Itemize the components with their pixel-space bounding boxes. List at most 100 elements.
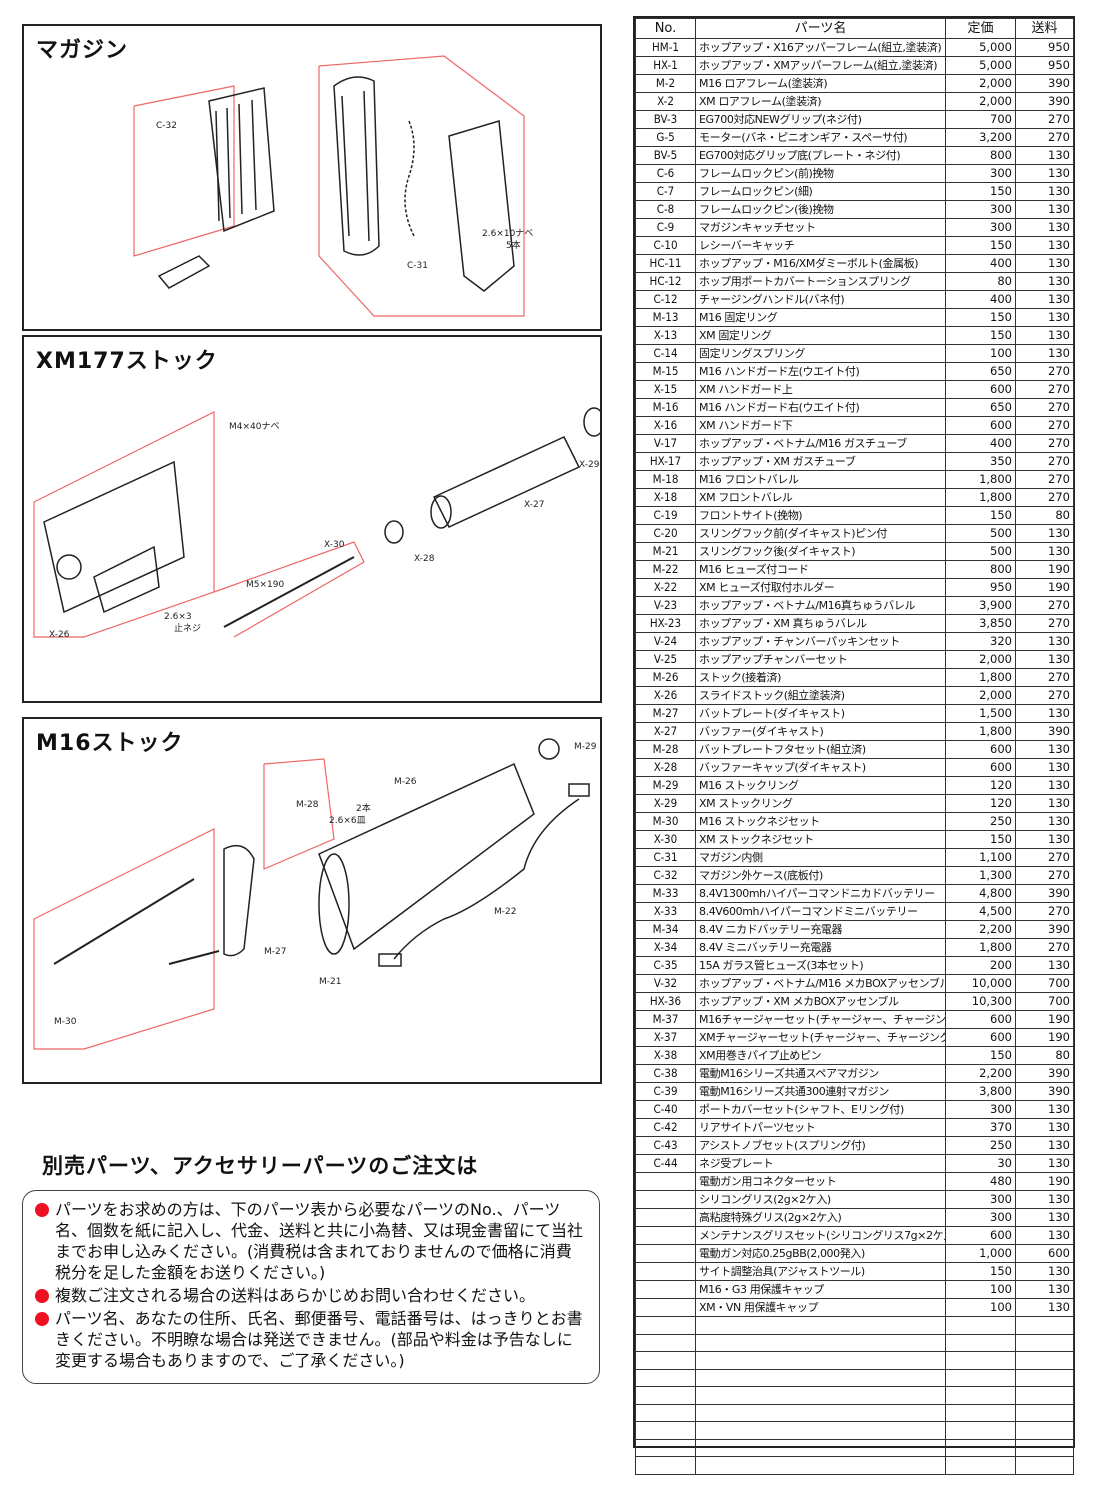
part-number: BV-5 — [635, 146, 696, 165]
part-shipping: 270 — [1015, 434, 1074, 453]
part-number: X-27 — [635, 722, 696, 741]
part-number — [635, 1351, 696, 1370]
part-price: 150 — [945, 1046, 1016, 1065]
part-price: 500 — [945, 524, 1016, 543]
part-number: C-20 — [635, 524, 696, 543]
part-shipping: 190 — [1015, 1028, 1074, 1047]
part-number: M-16 — [635, 398, 696, 417]
table-row — [635, 1403, 1074, 1422]
label-screw-2610: 2.6×10ナベ — [482, 228, 533, 239]
table-row: メンテナンスグリスセット(シリコングリス7g×2ケ入、高粘度特殊グリス2g×2ケ… — [635, 1226, 1074, 1245]
part-number: C-40 — [635, 1100, 696, 1119]
part-number — [635, 1190, 696, 1209]
part-shipping: 130 — [1015, 218, 1074, 237]
part-shipping: 130 — [1015, 740, 1074, 759]
label-m30: M-30 — [54, 1017, 77, 1027]
part-price: 150 — [945, 308, 1016, 327]
part-number: M-13 — [635, 308, 696, 327]
part-shipping: 130 — [1015, 308, 1074, 327]
part-price: 1,800 — [945, 668, 1016, 687]
part-price: 400 — [945, 434, 1016, 453]
label-266: 2.6×6皿 — [329, 816, 366, 826]
part-name: XM ストックリング — [695, 794, 946, 813]
part-number: C-43 — [635, 1136, 696, 1155]
order-item-text: 複数ご注文される場合の送料はあらかじめお問い合わせください。 — [55, 1286, 536, 1305]
part-price: 650 — [945, 362, 1016, 381]
part-shipping: 190 — [1015, 560, 1074, 579]
label-x26: X-26 — [49, 630, 70, 640]
part-name: 固定リングスプリング — [695, 344, 946, 363]
part-name: ネジ受プレート — [695, 1154, 946, 1173]
part-shipping: 390 — [1015, 884, 1074, 903]
part-shipping: 130 — [1015, 254, 1074, 273]
part-shipping: 130 — [1015, 632, 1074, 651]
part-name — [695, 1403, 946, 1422]
part-price: 650 — [945, 398, 1016, 417]
part-shipping — [1015, 1403, 1074, 1422]
part-shipping: 80 — [1015, 1046, 1074, 1065]
part-price — [945, 1316, 1016, 1335]
part-price — [945, 1438, 1016, 1457]
part-number: X-29 — [635, 794, 696, 813]
part-price: 150 — [945, 830, 1016, 849]
label-x28: X-28 — [414, 554, 435, 564]
part-shipping — [1015, 1351, 1074, 1370]
part-number: M-21 — [635, 542, 696, 561]
part-number: X-38 — [635, 1046, 696, 1065]
part-name: ストック(接着済) — [695, 668, 946, 687]
part-shipping: 130 — [1015, 1154, 1074, 1173]
part-price: 300 — [945, 164, 1016, 183]
part-number: HC-12 — [635, 272, 696, 291]
label-c32: C-32 — [156, 121, 177, 131]
part-number: X-2 — [635, 92, 696, 111]
part-name: M16 ハンドガード右(ウエイト付) — [695, 398, 946, 417]
part-shipping: 130 — [1015, 812, 1074, 831]
part-number — [635, 1456, 696, 1475]
part-number: V-17 — [635, 434, 696, 453]
part-price — [945, 1351, 1016, 1370]
part-price: 1,000 — [945, 1244, 1016, 1263]
part-name: XM ハンドガード上 — [695, 380, 946, 399]
part-name: XM ヒューズ付取付ホルダー — [695, 578, 946, 597]
part-shipping: 600 — [1015, 1244, 1074, 1263]
part-name: 8.4V1300mhハイパーコマンドニカドバッテリー — [695, 884, 946, 903]
part-price: 120 — [945, 776, 1016, 795]
part-number: M-30 — [635, 812, 696, 831]
part-shipping: 190 — [1015, 578, 1074, 597]
order-item: 複数ご注文される場合の送料はあらかじめお問い合わせください。 — [35, 1285, 587, 1306]
part-name: XMチャージャーセット(チャージャー、チャージングロッド、クリーニングロッド) — [695, 1028, 946, 1047]
part-price: 800 — [945, 146, 1016, 165]
part-price: 5,000 — [945, 56, 1016, 75]
part-price: 300 — [945, 218, 1016, 237]
part-name — [695, 1456, 946, 1475]
part-number: HX-36 — [635, 992, 696, 1011]
part-name: マガジン外ケース(底板付) — [695, 866, 946, 885]
part-price: 3,850 — [945, 614, 1016, 633]
part-shipping: 390 — [1015, 722, 1074, 741]
part-price: 600 — [945, 380, 1016, 399]
part-name: M16 ロアフレーム(塗装済) — [695, 74, 946, 93]
part-name — [695, 1333, 946, 1352]
part-shipping: 700 — [1015, 974, 1074, 993]
part-shipping: 130 — [1015, 146, 1074, 165]
xm177-title: XM177ストック — [36, 349, 218, 374]
table-row — [635, 1351, 1074, 1370]
part-price: 400 — [945, 290, 1016, 309]
part-shipping: 130 — [1015, 776, 1074, 795]
label-m5x190: M5×190 — [246, 580, 284, 590]
label-stopscrew: 止ネジ — [174, 622, 201, 634]
